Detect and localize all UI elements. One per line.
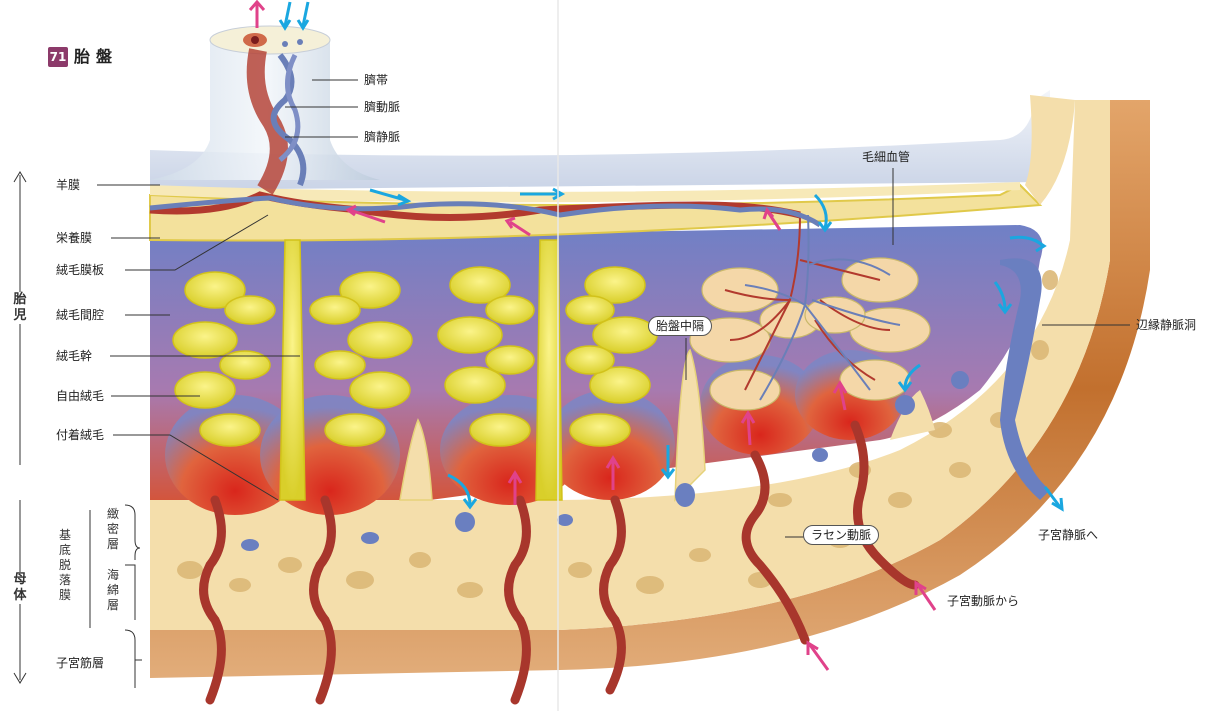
capillary-tree: [689, 257, 931, 411]
leader-lines: [13, 79, 1130, 688]
fetal-vein: [149, 195, 822, 228]
figure-title: 胎盤: [74, 47, 119, 66]
label-marginal-sinus: 辺縁静脈洞: [1136, 318, 1197, 332]
label-from-uterine-artery: 子宮動脈から: [947, 594, 1020, 608]
capillary-vessels: [724, 214, 901, 401]
label-umbilical-vein: 臍静脈: [364, 130, 401, 144]
spiral-arteries: [199, 420, 920, 705]
label-decidua-basalis: 基底脱落膜: [58, 528, 71, 602]
label-spiral-artery: ラセン動脈: [803, 525, 880, 545]
label-amnion: 羊膜: [56, 178, 81, 192]
decidua: [150, 100, 1110, 630]
label-to-uterine-vein: 子宮静脈へ: [1038, 528, 1099, 542]
label-compact-layer: 緻密層: [106, 507, 119, 551]
label-free-villus: 自由絨毛: [56, 389, 105, 403]
villous-tree-2: [437, 239, 658, 501]
label-chorionic-plate: 絨毛膜板: [56, 263, 105, 277]
label-anchoring-villus: 付着絨毛: [56, 428, 105, 442]
label-umbilical-artery: 臍動脈: [364, 100, 401, 114]
label-spongy-layer: 海綿層: [106, 568, 119, 612]
venous-drains: [241, 371, 969, 551]
label-intervillous-space: 絨毛間腔: [56, 308, 105, 322]
placental-septum: [399, 418, 433, 501]
marginal-sinus: [1000, 258, 1050, 500]
villous-tree: [172, 239, 413, 501]
figure-number: 71: [48, 47, 68, 67]
label-capillary: 毛細血管: [862, 150, 911, 164]
label-stem-villus: 絨毛幹: [56, 349, 93, 363]
label-umbilical-cord: 臍帯: [364, 73, 389, 87]
label-placental-septum: 胎盤中隔: [648, 316, 713, 336]
flow-arrows: [248, 0, 1064, 671]
label-chorion: 栄養膜: [56, 231, 93, 245]
label-mother: 母体: [12, 572, 28, 604]
label-fetus: 胎児: [12, 292, 28, 324]
label-myometrium: 子宮筋層: [56, 656, 105, 670]
